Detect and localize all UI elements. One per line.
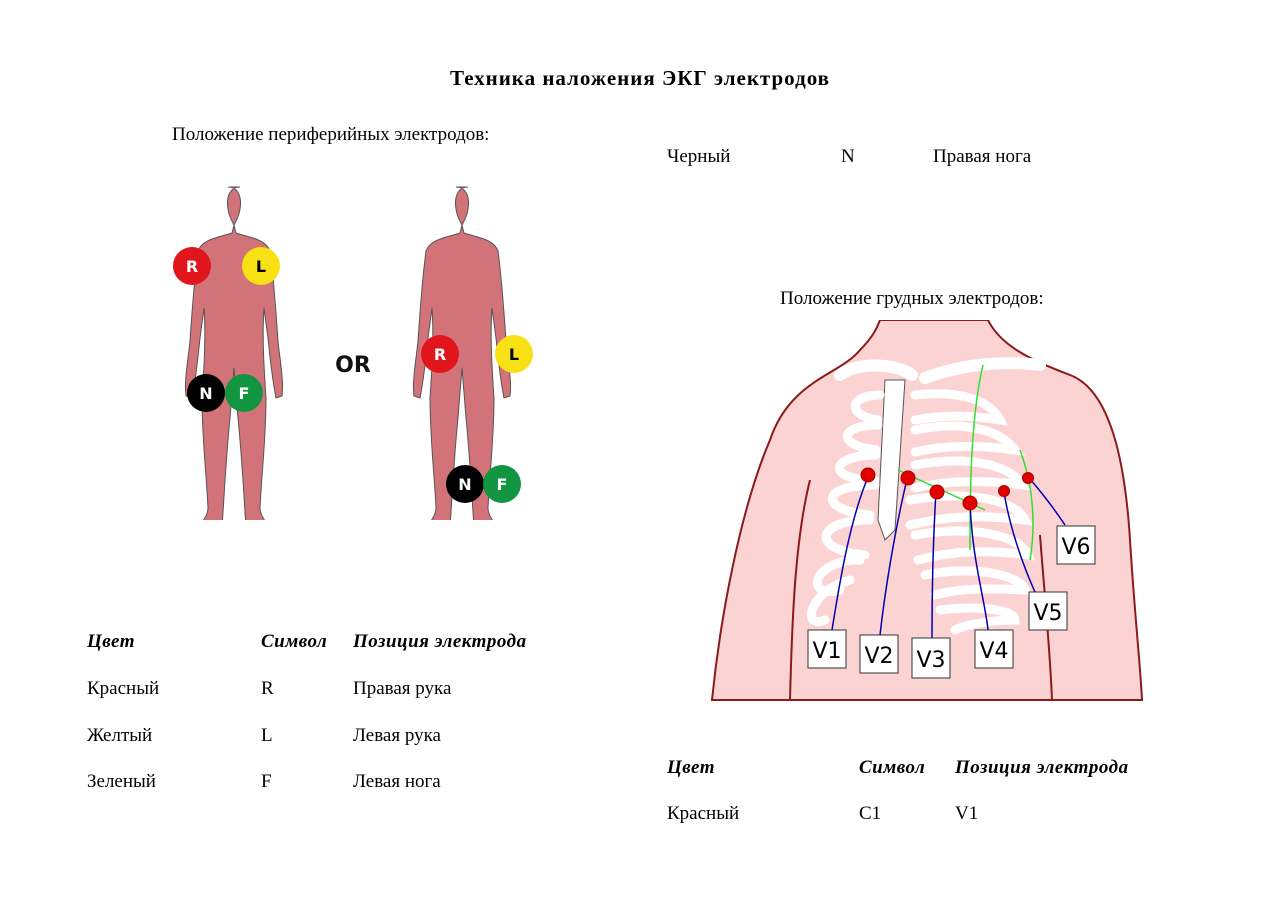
electrode-v2 [900, 470, 916, 486]
peripheral-electrodes-figure: R L N F OR R L N F [173, 186, 533, 520]
lead-label-v3: V3 [911, 637, 951, 679]
svg-text:F: F [497, 475, 508, 494]
electrode-wires [831, 476, 1066, 641]
row-position: V1 [955, 803, 979, 824]
row-color: Зеленый [87, 771, 156, 792]
svg-text:V4: V4 [979, 639, 1008, 664]
row-symbol: R [261, 678, 274, 699]
electrode-v4 [962, 495, 978, 511]
or-label: OR [335, 353, 371, 378]
row-position: Правая рука [353, 678, 452, 699]
electrode-v5 [998, 485, 1010, 497]
row-color: Желтый [87, 725, 153, 746]
row-color: Красный [667, 803, 740, 824]
svg-text:N: N [199, 384, 212, 403]
peripheral-heading: Положение периферийных электродов: [172, 124, 490, 145]
page-title: Техника наложения ЭКГ электродов [449, 66, 831, 90]
lead-label-v6: V6 [1056, 525, 1096, 565]
electrode-f-hip: F [225, 374, 263, 412]
svg-text:L: L [509, 345, 519, 364]
svg-text:V2: V2 [864, 644, 893, 669]
electrode-v3 [929, 484, 945, 500]
electrode-v1 [860, 467, 876, 483]
svg-text:R: R [186, 257, 198, 276]
electrode-r-wrist: R [421, 335, 459, 373]
black-color-label: Черный [667, 146, 731, 167]
lead-label-v1: V1 [807, 629, 847, 669]
arm-line-left [789, 479, 811, 701]
chest-electrode-dots [860, 467, 1034, 511]
svg-text:V1: V1 [812, 639, 841, 664]
lead-label-v2: V2 [859, 634, 899, 674]
header-symbol: Символ [261, 631, 328, 652]
header-position: Позиция электрода [353, 631, 527, 652]
electrode-r-shoulder: R [173, 247, 211, 285]
svg-text:R: R [434, 345, 446, 364]
chest-electrodes-figure: V1 V2 V3 V4 V5 V6 [710, 320, 1144, 701]
row-symbol: C1 [859, 803, 882, 824]
electrode-l-shoulder: L [242, 247, 280, 285]
header-position: Позиция электрода [955, 757, 1129, 778]
chest-heading: Положение грудных электродов: [780, 288, 1044, 309]
svg-text:F: F [239, 384, 250, 403]
black-symbol: N [841, 146, 855, 167]
header-symbol: Символ [859, 757, 926, 778]
electrode-n-hip: N [187, 374, 225, 412]
body-silhouette-left [184, 186, 284, 520]
electrode-l-wrist: L [495, 335, 533, 373]
electrode-f-ankle: F [483, 465, 521, 503]
svg-text:V3: V3 [916, 648, 945, 673]
svg-text:V6: V6 [1061, 535, 1090, 560]
row-position: Левая нога [353, 771, 441, 792]
svg-text:L: L [256, 257, 266, 276]
svg-text:N: N [458, 475, 471, 494]
black-position: Правая нога [933, 146, 1032, 167]
header-color: Цвет [667, 757, 715, 778]
row-position: Левая рука [353, 725, 441, 746]
lead-label-v5: V5 [1028, 591, 1068, 631]
row-color: Красный [87, 678, 160, 699]
header-color: Цвет [87, 631, 135, 652]
electrode-v6 [1022, 472, 1034, 484]
row-symbol: L [261, 725, 273, 746]
svg-text:V5: V5 [1033, 601, 1062, 626]
row-symbol: F [261, 771, 272, 792]
lead-label-v4: V4 [974, 629, 1014, 669]
electrode-n-ankle: N [446, 465, 484, 503]
